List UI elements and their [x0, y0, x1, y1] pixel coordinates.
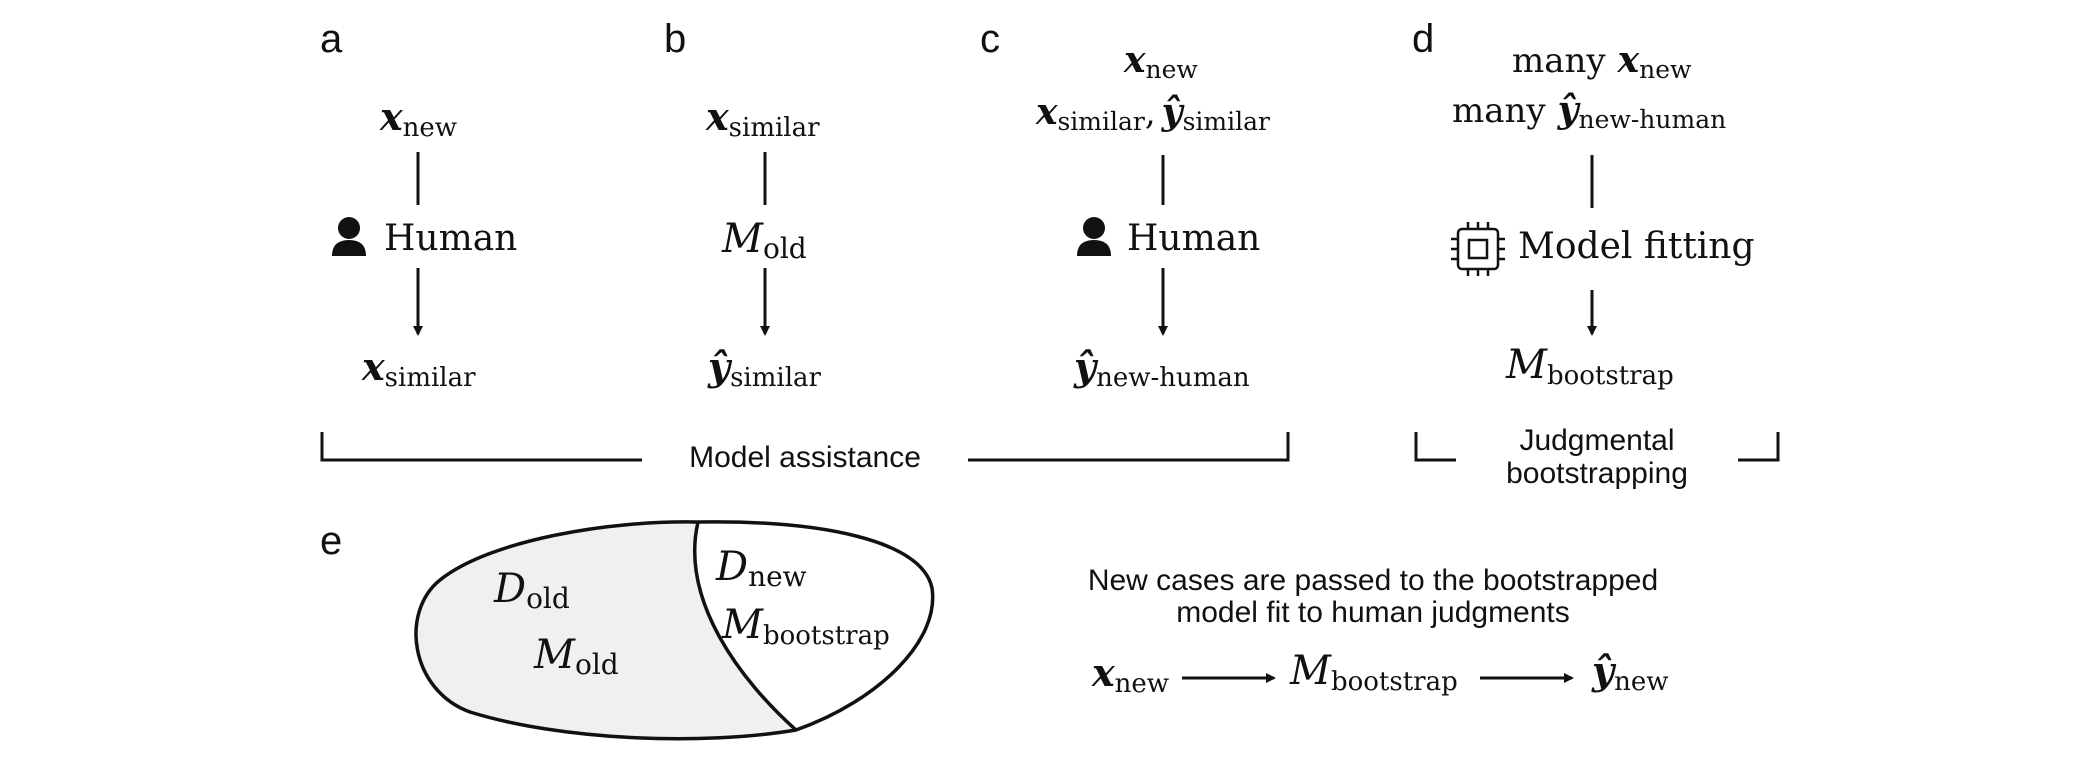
region-old-m: Mold: [533, 632, 619, 681]
panel-e: e Dold Mold Dnew Mbootstrap New cases ar…: [320, 519, 1668, 741]
region-old-d: Dold: [493, 566, 570, 615]
panel-c: c xnew xsimilar,ŷsimilar Human ŷnew-huma…: [980, 17, 1270, 393]
judgmental-bootstrapping-bracket: [1414, 432, 1780, 462]
panel-b-input: xsimilar: [705, 94, 820, 143]
panel-b: b xsimilar Mold ŷsimilar: [664, 17, 822, 393]
model-assistance-bracket: [320, 432, 1290, 462]
panel-b-letter: b: [664, 17, 686, 61]
domain-blob-outline: [414, 520, 935, 741]
panel-e-caption-line2: model fit to human judgments: [1176, 596, 1570, 629]
chip-icon: [1451, 222, 1505, 276]
panel-a-letter: a: [320, 17, 343, 61]
flow-output: ŷnew: [1591, 648, 1668, 697]
panel-c-input-line1: xnew: [1123, 39, 1198, 84]
panel-c-output: ŷnew-human: [1073, 344, 1250, 393]
panel-d-letter: d: [1412, 17, 1434, 61]
panel-c-letter: c: [980, 17, 1000, 61]
panel-b-node: Mold: [721, 216, 807, 265]
panel-c-input-line2: xsimilar,ŷsimilar: [1035, 91, 1270, 136]
flow-input: xnew: [1091, 650, 1169, 699]
panel-a-output: xsimilar: [361, 344, 476, 393]
model-assistance-label: Model assistance: [689, 441, 921, 474]
panel-d-output: Mbootstrap: [1505, 342, 1674, 391]
judgmental-label-line1: Judgmental: [1519, 424, 1674, 457]
judgmental-label-line2: bootstrapping: [1506, 457, 1688, 490]
region-new-m: Mbootstrap: [721, 602, 890, 651]
region-new-d: Dnew: [715, 544, 807, 593]
flow-model: Mbootstrap: [1289, 648, 1458, 697]
panel-e-letter: e: [320, 519, 342, 563]
person-icon: [1077, 217, 1111, 256]
person-icon: [332, 217, 366, 256]
panel-e-caption-line1: New cases are passed to the bootstrapped: [1088, 564, 1658, 597]
panel-a: a xnew Human xsimilar: [320, 17, 517, 393]
panel-d-node: Model fitting: [1518, 226, 1755, 267]
domain-divider: [692, 521, 798, 732]
panel-a-input: xnew: [379, 94, 457, 143]
panel-c-node: Human: [1127, 218, 1260, 259]
panel-b-output: ŷsimilar: [707, 344, 822, 393]
panel-a-node: Human: [384, 218, 517, 259]
old-domain-region: [416, 521, 796, 739]
